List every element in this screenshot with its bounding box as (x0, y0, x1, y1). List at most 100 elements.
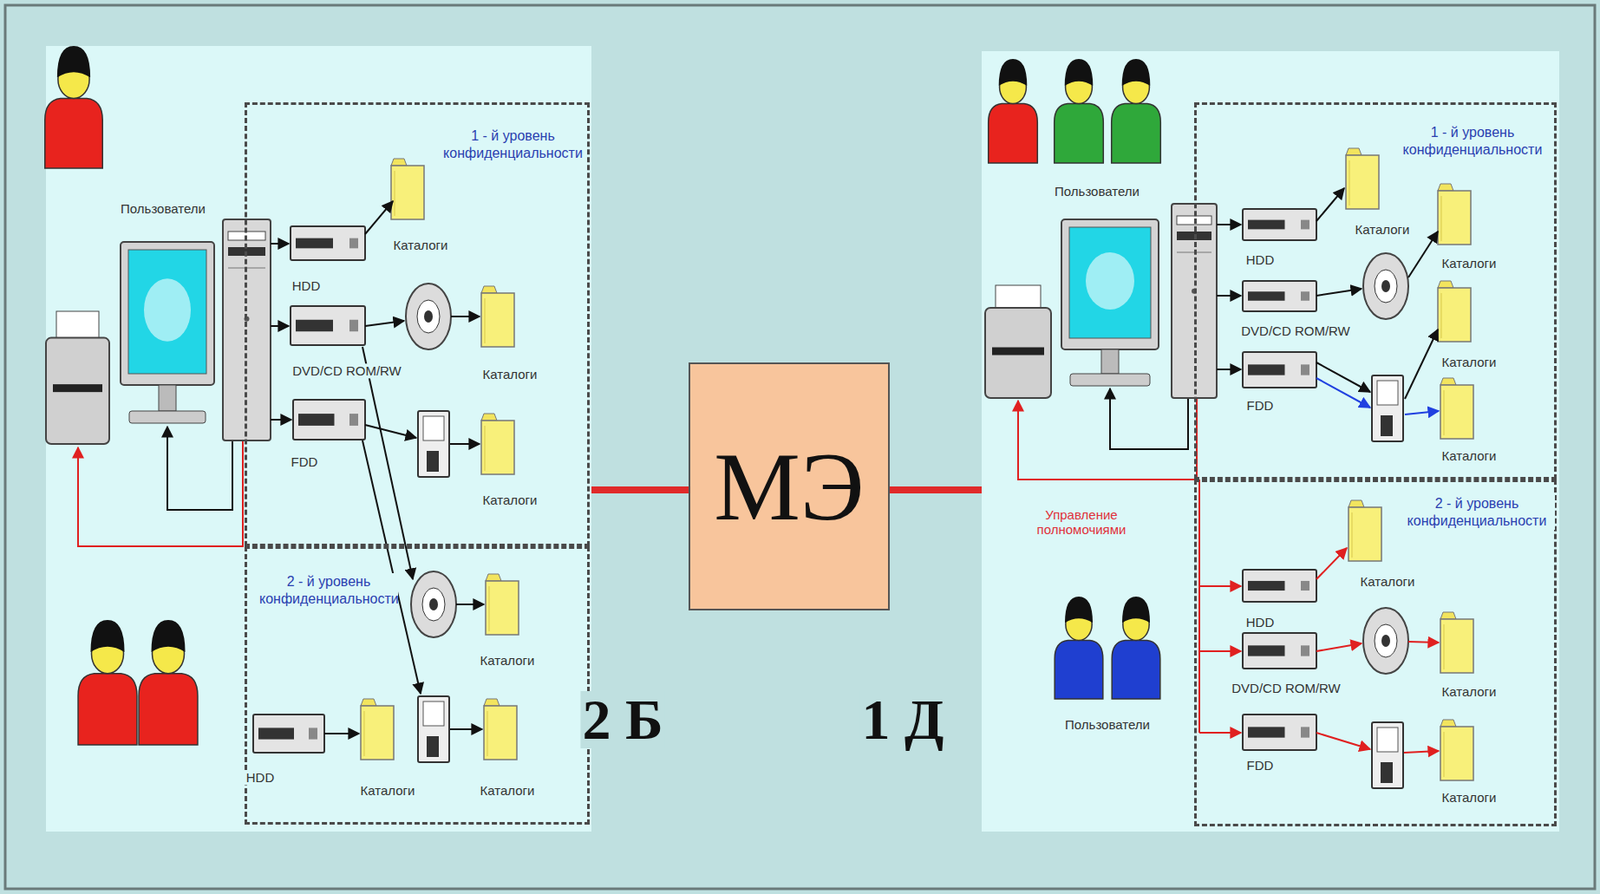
part-label: Каталоги (1440, 790, 1499, 805)
folder-icon (1345, 148, 1379, 209)
drive-icon (1242, 280, 1317, 312)
part-label: Каталоги (1440, 354, 1499, 370)
arrow-line (362, 440, 421, 694)
drive-led (1300, 291, 1310, 301)
user-icon (1111, 596, 1161, 699)
folder-body (481, 293, 515, 347)
floppy-body (1371, 722, 1404, 789)
arrow-line (1404, 751, 1439, 753)
part-label: Каталоги (391, 237, 451, 253)
drive-icon (253, 714, 325, 753)
part-label: FDD (1245, 398, 1276, 413)
user-hair (1064, 596, 1093, 623)
user-hair (150, 620, 185, 653)
arrow-line (1316, 732, 1371, 750)
arrow-line (1408, 641, 1439, 643)
network-link (889, 486, 982, 494)
zone-title: 1 - й уровень конфиденциальности (1394, 124, 1551, 159)
monitor-neck (158, 385, 177, 412)
drive-led (349, 320, 359, 333)
firewall-box: МЭ (688, 362, 890, 611)
folder-edge (484, 298, 486, 344)
confidentiality-zone: 2 - й уровень конфиденциальности (244, 546, 590, 825)
arrow-line (1216, 223, 1241, 226)
disc-ring (417, 300, 440, 334)
drive-icon (1242, 208, 1317, 241)
disc (1363, 607, 1409, 674)
arrow-line (450, 443, 480, 445)
floppy-label (423, 416, 445, 441)
folder-body (1440, 619, 1474, 673)
folder-edge (1441, 293, 1443, 339)
drive-led (1300, 581, 1310, 591)
folder-edge (364, 711, 366, 757)
folder-tab (391, 158, 407, 166)
printer-icon (45, 311, 110, 445)
arrow-line (1404, 329, 1438, 399)
arrow-line (1316, 188, 1345, 222)
folder-body (391, 165, 425, 220)
drive-slot (1247, 220, 1286, 230)
user-icon (78, 620, 138, 745)
drive-led (1300, 364, 1310, 375)
arrow-line (1199, 731, 1241, 734)
floppy-label (1377, 727, 1398, 752)
arrow-line (1408, 231, 1438, 278)
part-label: HDD (1244, 252, 1277, 268)
folder-icon (1440, 612, 1474, 673)
folder-edge (1443, 731, 1445, 778)
drive-slot (258, 727, 294, 739)
user-body (1111, 103, 1162, 164)
drive-body (1242, 714, 1317, 751)
disc-hole (1381, 280, 1391, 293)
disc-icon (411, 571, 457, 638)
drive-body (1242, 352, 1317, 388)
part-label: Каталоги (1358, 574, 1418, 589)
arrow-line (450, 728, 483, 731)
floppy-body (417, 696, 450, 763)
arrow-line (1316, 548, 1347, 580)
drive-icon (1242, 352, 1317, 388)
folder-body (483, 705, 517, 760)
folder-icon (360, 698, 394, 760)
part-label: HDD (1244, 614, 1277, 630)
floppy-shutter (1380, 415, 1393, 437)
folder-edge (1349, 160, 1351, 206)
folder-edge (489, 586, 490, 632)
disc-hole (424, 310, 433, 323)
folder-body (481, 420, 515, 475)
drive-slot (1247, 645, 1286, 656)
user-hair (90, 620, 125, 653)
floppy-body (417, 411, 450, 477)
arrow-line (1404, 411, 1439, 415)
folder-body (1440, 726, 1474, 781)
disc-ring (1374, 624, 1398, 658)
folder-body (1348, 507, 1382, 562)
folder-icon (1348, 500, 1382, 562)
security-class: 2 Б (580, 691, 665, 749)
part-label: Каталоги (1440, 255, 1499, 271)
folder-tab (481, 413, 497, 421)
monitor-neck (1101, 349, 1119, 374)
monitor-frame (120, 241, 215, 386)
folder-tab (483, 698, 500, 706)
drive-body (1242, 633, 1317, 669)
part-label: Каталоги (481, 492, 540, 508)
disc-icon (1363, 607, 1409, 674)
folder-icon (485, 574, 519, 635)
folder-icon (391, 158, 425, 220)
printer-body (985, 307, 1052, 399)
drive-icon (1242, 569, 1317, 602)
zone-title: 1 - й уровень конфиденциальности (441, 127, 585, 163)
folder-tab (485, 574, 502, 582)
printer-icon (985, 285, 1052, 399)
folder-icon (1440, 378, 1474, 439)
drive-slot (1247, 581, 1286, 591)
folder-tab (1348, 500, 1365, 508)
arrow-line (365, 320, 405, 327)
monitor-icon (120, 241, 215, 424)
drive-slot (298, 413, 335, 426)
user-hair (1064, 58, 1094, 86)
zone-title: 2 - й уровень конфиденциальности (1398, 495, 1555, 530)
drive-body (290, 306, 366, 346)
